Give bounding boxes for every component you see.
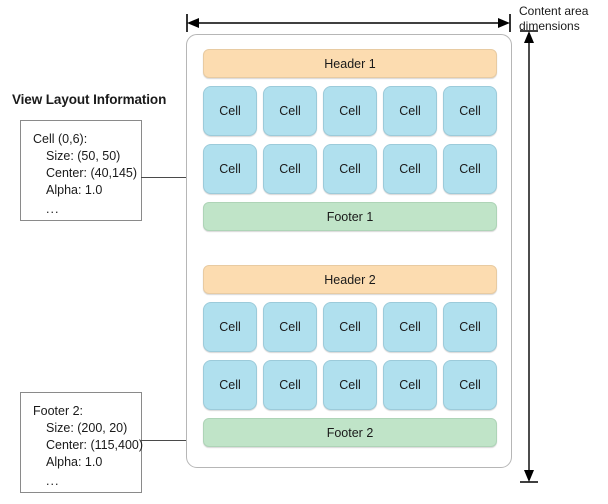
section-header-bar: Header 1 (203, 49, 497, 78)
cell-item[interactable]: Cell (443, 360, 497, 410)
cell-info-callout: Cell (0,6): Size: (50, 50) Center: (40,1… (20, 120, 142, 221)
cell-item[interactable]: Cell (263, 144, 317, 194)
cell-item[interactable]: Cell (443, 86, 497, 136)
cell-row: Cell Cell Cell Cell Cell (203, 86, 497, 136)
callout-line: Cell (0,6): (33, 132, 88, 146)
content-area-container: Header 1 Cell Cell Cell Cell Cell Cell C… (186, 34, 512, 468)
cell-row: Cell Cell Cell Cell Cell (203, 144, 497, 194)
cell-item[interactable]: Cell (383, 144, 437, 194)
callout-line-ellipsis: ... (46, 202, 60, 216)
callout-line: Alpha: 1.0 (46, 183, 103, 197)
callout-line: Size: (200, 20) (46, 421, 128, 435)
footer-callout-connector-line (141, 440, 217, 441)
cell-item[interactable]: Cell (263, 86, 317, 136)
section-footer-bar: Footer 2 (203, 418, 497, 447)
cell-item[interactable]: Cell (323, 144, 377, 194)
cell-callout-connector-line (141, 177, 213, 178)
section-footer-bar: Footer 1 (203, 202, 497, 231)
cell-item[interactable]: Cell (443, 144, 497, 194)
cell-item[interactable]: Cell (203, 86, 257, 136)
cell-item[interactable]: Cell (383, 302, 437, 352)
callout-line-ellipsis: ... (46, 474, 60, 488)
cell-item[interactable]: Cell (383, 86, 437, 136)
height-dimension-arrow (512, 26, 546, 488)
section-2: Header 2 Cell Cell Cell Cell Cell Cell C… (203, 265, 497, 447)
cell-item[interactable]: Cell (323, 360, 377, 410)
cell-item[interactable]: Cell (383, 360, 437, 410)
section-header-bar: Header 2 (203, 265, 497, 294)
cell-row: Cell Cell Cell Cell Cell (203, 360, 497, 410)
callout-line: Center: (40,145) (46, 166, 138, 180)
panel-title: View Layout Information (12, 92, 167, 107)
section-1: Header 1 Cell Cell Cell Cell Cell Cell C… (203, 49, 497, 231)
cell-item[interactable]: Cell (263, 360, 317, 410)
callout-line: Center: (115,400) (46, 438, 144, 452)
cell-item[interactable]: Cell (203, 302, 257, 352)
callout-line: Alpha: 1.0 (46, 455, 103, 469)
cell-item[interactable]: Cell (323, 86, 377, 136)
width-dimension-arrow (182, 8, 518, 38)
callout-line: Footer 2: (33, 404, 84, 418)
cell-item[interactable]: Cell (323, 302, 377, 352)
cell-row: Cell Cell Cell Cell Cell (203, 302, 497, 352)
cell-item[interactable]: Cell (203, 360, 257, 410)
footer-info-callout: Footer 2: Size: (200, 20) Center: (115,4… (20, 392, 144, 493)
cell-item[interactable]: Cell (443, 302, 497, 352)
cell-item[interactable]: Cell (263, 302, 317, 352)
content-area-dimensions-label: Content area dimensions (519, 4, 589, 33)
callout-line: Size: (50, 50) (46, 149, 121, 163)
cell-item[interactable]: Cell (203, 144, 257, 194)
